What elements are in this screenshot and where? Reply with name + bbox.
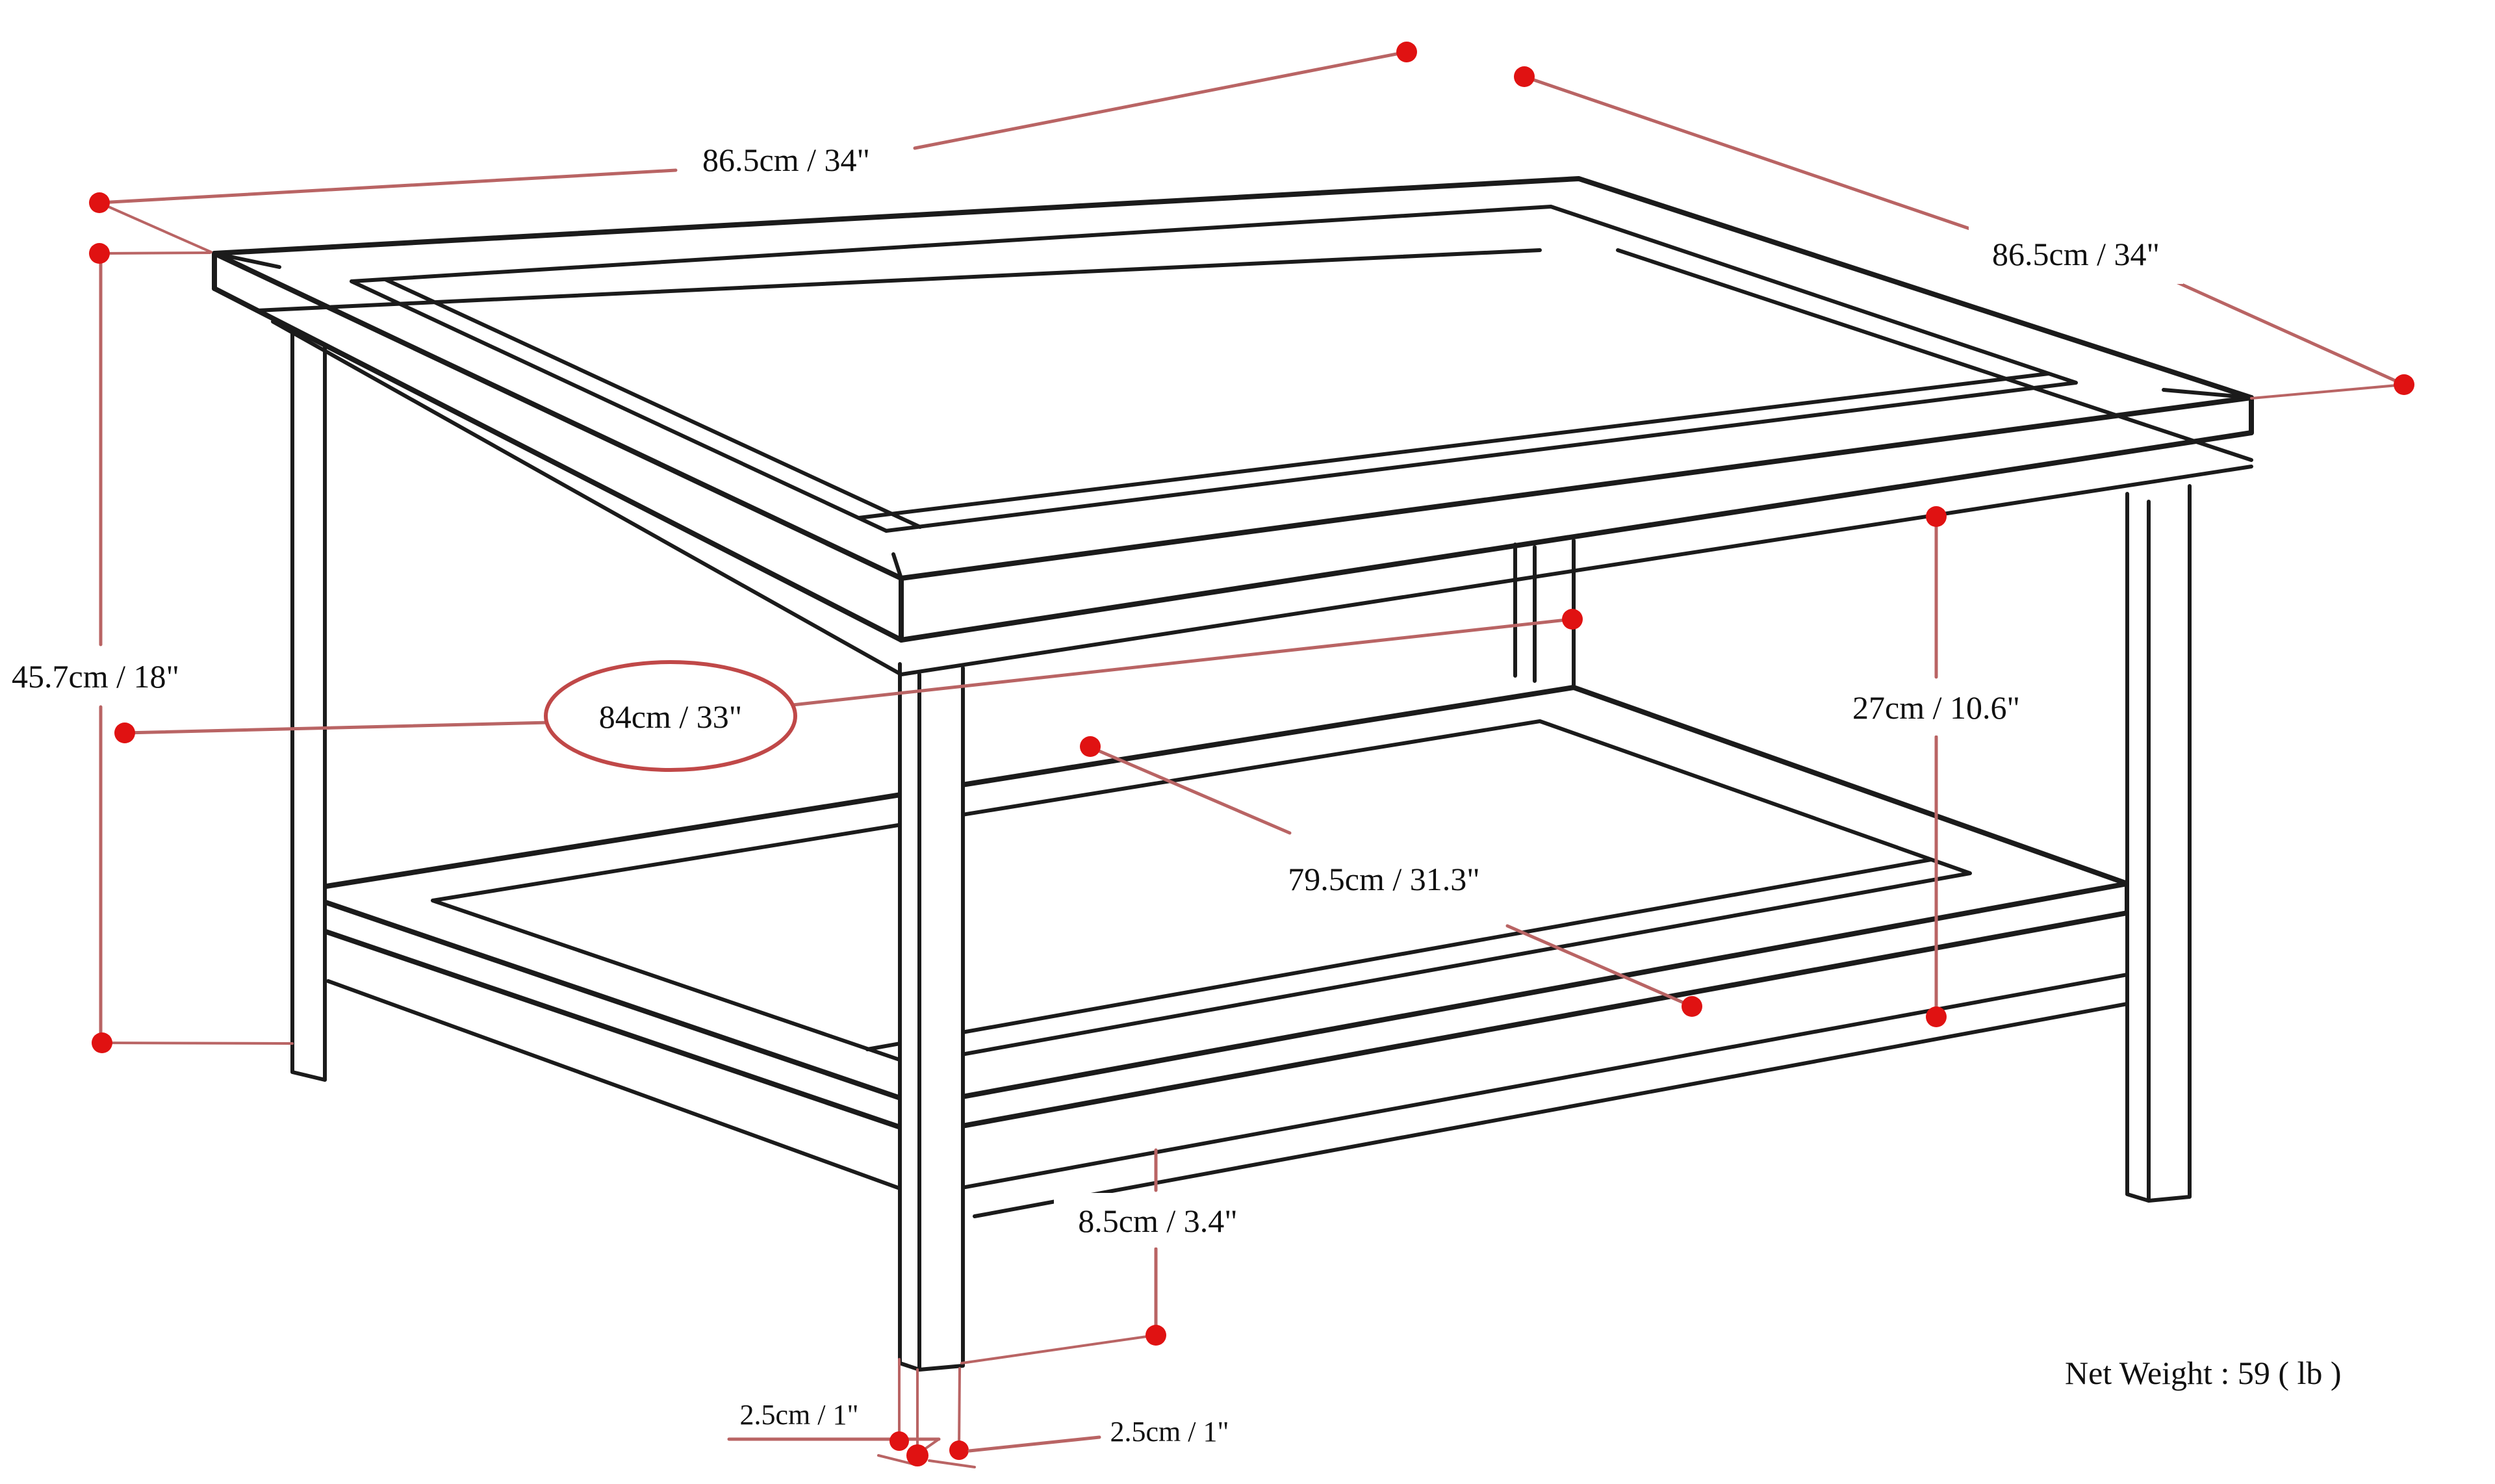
dimension-line	[123, 721, 551, 735]
dimension-shelf-span: 79.5cm / 31.3"	[1080, 736, 1702, 1017]
dimension-line	[2171, 279, 2406, 387]
tick-mark	[928, 1459, 976, 1468]
dimension-top-width: 86.5cm / 34"	[89, 42, 1417, 253]
dimension-endpoint-dot	[1514, 66, 1535, 87]
leader-line	[98, 201, 212, 253]
dimension-label-height: 45.7cm / 18"	[12, 658, 179, 695]
dimension-endpoint-dot	[89, 243, 110, 264]
dimension-line	[913, 50, 1409, 150]
dimension-endpoint-dot	[1145, 1325, 1166, 1346]
dimension-endpoint-dot	[92, 1032, 112, 1053]
dimension-leg-thickness-right: 2.5cm / 1"	[967, 1416, 1229, 1453]
dimension-endpoint-dot	[1682, 996, 1702, 1017]
table-top	[212, 176, 2254, 676]
leader-line	[2250, 383, 2405, 400]
dimension-label-shelf-base-height: 8.5cm / 3.4"	[1078, 1203, 1237, 1239]
dimension-endpoint-dot	[906, 1444, 928, 1466]
dimension-endpoint-dot	[1080, 736, 1101, 757]
dimension-shelf-base-height: 8.5cm / 3.4"	[960, 1148, 1262, 1364]
table-left-leg	[290, 326, 327, 1082]
dimension-label-top-depth: 86.5cm / 34"	[1992, 236, 2160, 272]
dimension-line	[791, 617, 1574, 707]
label-background	[1264, 849, 1504, 907]
dimension-endpoint-dot	[949, 1440, 969, 1460]
leader-line	[960, 1334, 1157, 1364]
dimension-label-shelf-clearance: 27cm / 10.6"	[1852, 689, 2020, 726]
dimension-overall-height: 45.7cm / 18"	[6, 243, 294, 1053]
label-background	[1824, 680, 2048, 736]
label-background	[679, 130, 893, 190]
label-background	[1969, 224, 2183, 284]
dimension-endpoint-dot	[1562, 609, 1583, 630]
dimension-endpoint-dot	[2394, 374, 2414, 395]
dimension-endpoint-dot	[1926, 1006, 1947, 1027]
table-lower-shelf	[291, 685, 2130, 1218]
dimension-endpoint-dot	[1926, 506, 1947, 527]
dimension-label-leg-left: 2.5cm / 1"	[740, 1399, 859, 1431]
dimension-endpoint-dot	[1396, 42, 1417, 62]
dimension-endpoint-dot	[889, 1431, 909, 1451]
dimension-label-shelf-span: 79.5cm / 31.3"	[1288, 861, 1479, 897]
leader-line	[967, 1435, 1101, 1453]
projection-line	[958, 1367, 961, 1450]
dimension-endpoint-dot	[114, 723, 135, 743]
highlight-oval	[544, 660, 797, 772]
dimension-inner-clearance: 84cm / 33"	[114, 609, 1583, 772]
tick-mark	[877, 1454, 916, 1466]
dimension-endpoint-dot	[89, 192, 110, 213]
label-background	[6, 646, 214, 705]
dimension-leg-thickness-left: 2.5cm / 1"	[727, 1358, 976, 1468]
dimension-top-depth: 86.5cm / 34"	[1514, 66, 2414, 400]
dimension-label-leg-right: 2.5cm / 1"	[1110, 1416, 1229, 1448]
net-weight-label: Net Weight : 59 ( lb )	[2065, 1355, 2342, 1391]
table-front-leg	[898, 662, 965, 1372]
label-background	[1054, 1193, 1262, 1247]
dimension-line	[1088, 745, 1292, 835]
table-right-leg	[2125, 484, 2192, 1203]
dimension-shelf-clearance: 27cm / 10.6"	[1824, 506, 2048, 1027]
dimension-label-inner-clearance: 84cm / 33"	[599, 698, 742, 735]
dimension-line	[1522, 75, 1987, 236]
dimension-line	[97, 168, 678, 205]
dimension-label-top-width: 86.5cm / 34"	[702, 142, 870, 178]
dimension-line	[1505, 924, 1693, 1008]
